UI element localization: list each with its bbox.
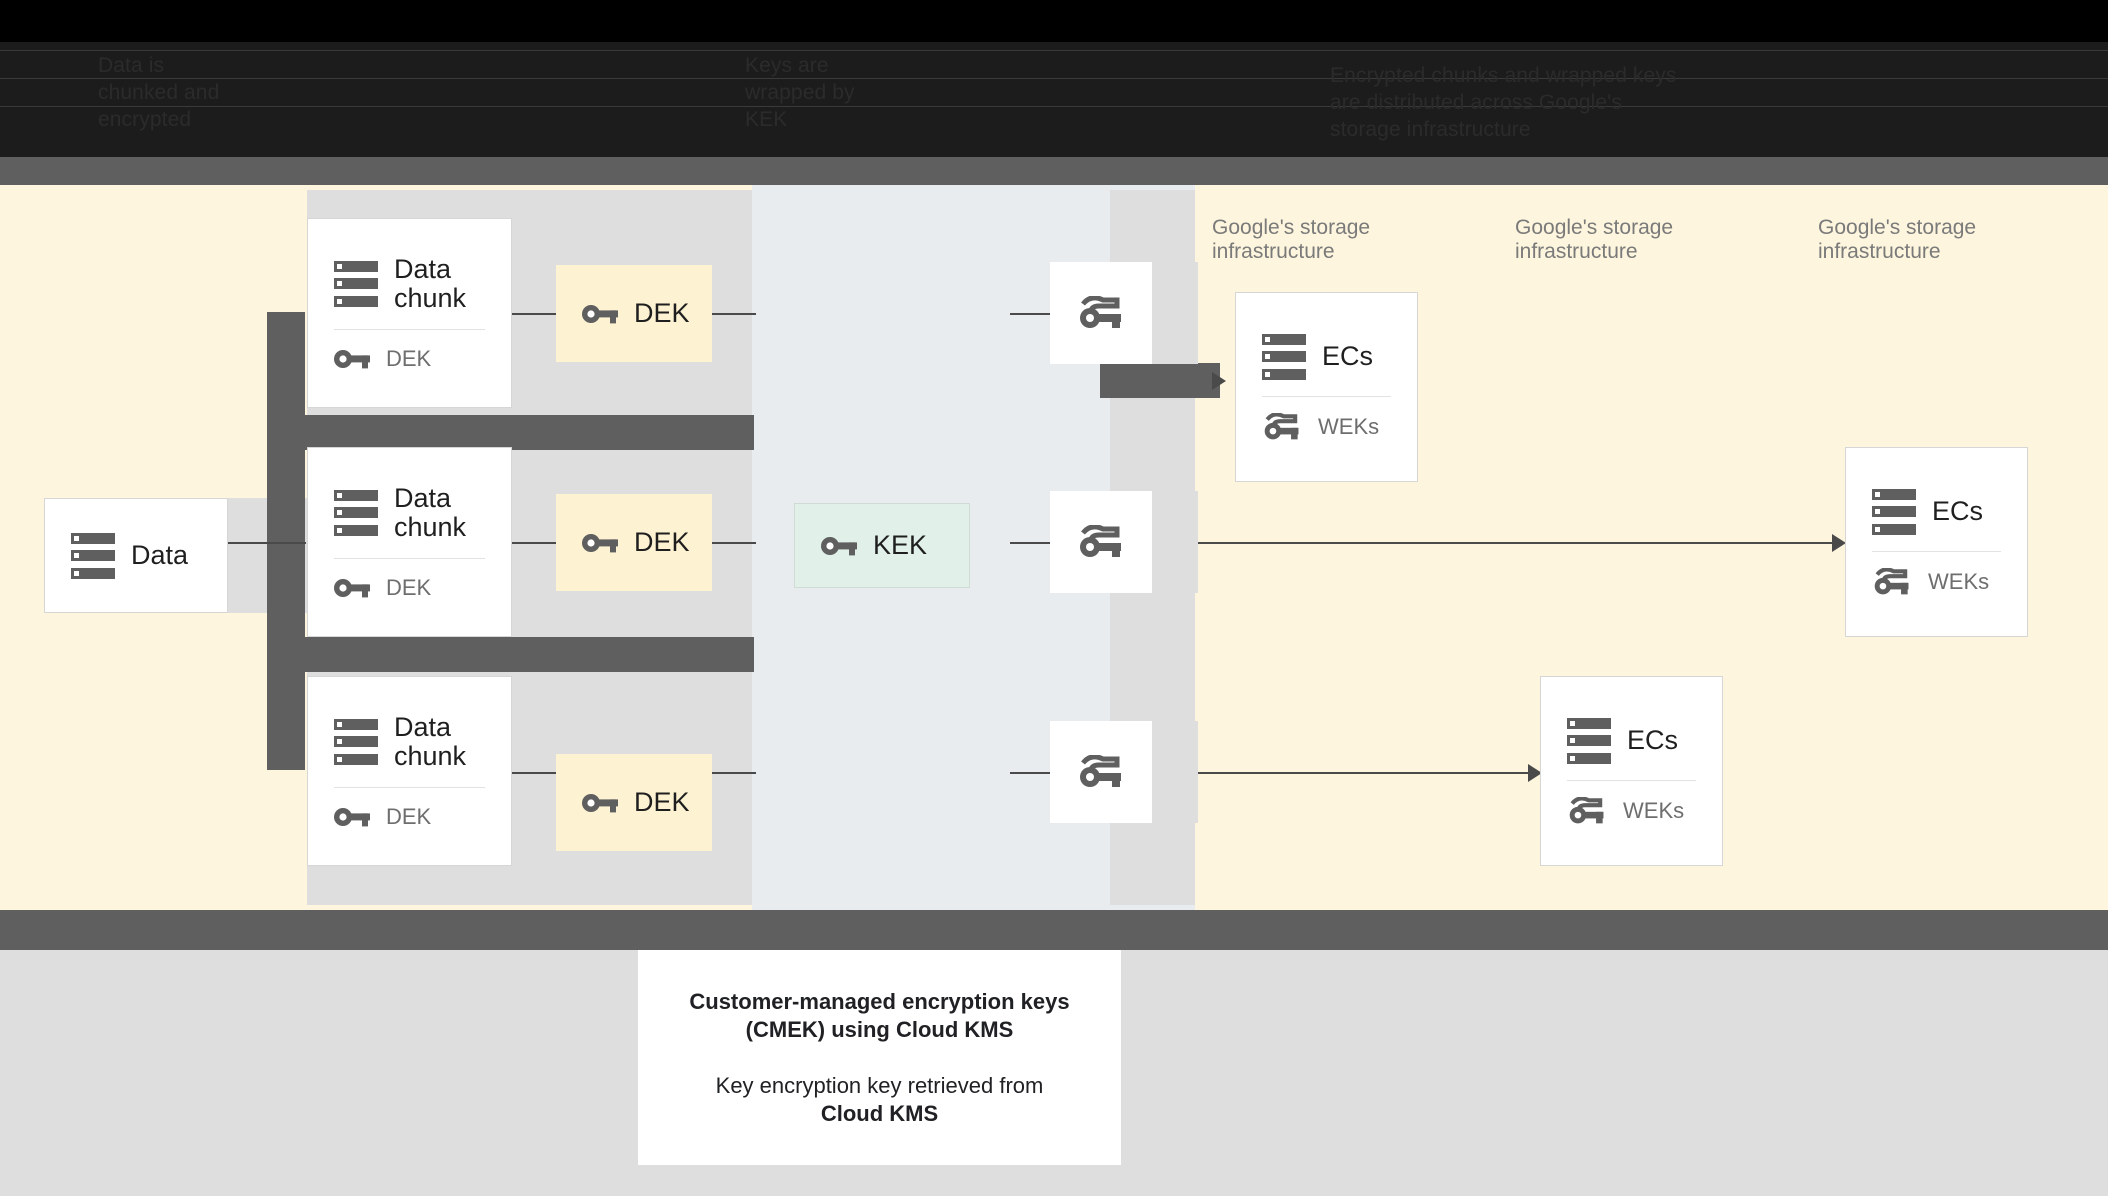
arrow-line-to-ecs-3	[1156, 772, 1536, 774]
data-chunk-card-3[interactable]: Data chunk DEK	[307, 676, 512, 866]
caption-body-line-1: Key encryption key retrieved from	[715, 1072, 1044, 1098]
data-chunk-key-label: DEK	[386, 803, 432, 829]
connector-kek-to-wrapped-key-2	[1010, 542, 1054, 544]
ecs-key-label: WEKs	[1623, 797, 1685, 823]
arrow-head-to-ecs-2	[1832, 534, 1846, 552]
ecs-title: ECs	[1627, 725, 1679, 755]
fanout-branch-bar-2	[267, 637, 754, 672]
card-divider	[334, 557, 485, 559]
key-icon	[334, 349, 370, 368]
kek-label: KEK	[873, 530, 928, 560]
connector-dek1-out	[712, 313, 756, 315]
storage-infrastructure-label-1: Google's storage infrastructure	[1212, 216, 1371, 263]
ecs-card-2[interactable]: ECs WEKs	[1845, 447, 2028, 637]
wrapped-key-icon	[1080, 755, 1121, 787]
arrow-line-to-ecs-2	[1156, 542, 1840, 544]
card-divider	[334, 328, 485, 330]
data-chunk-title: Data chunk	[394, 253, 467, 313]
wrapped-key-icon	[1569, 796, 1604, 823]
ecs-title: ECs	[1322, 341, 1374, 371]
wrapped-key-card-3[interactable]	[1050, 721, 1152, 823]
header-caption-chunking: Data is chunked and encrypted	[98, 54, 220, 131]
wrapped-key-feed-bar	[1100, 363, 1220, 398]
arrow-head-to-ecs-3	[1528, 764, 1542, 782]
connector-chunk3-to-dek3	[512, 772, 556, 774]
data-chunk-card-2[interactable]: Data chunk DEK	[307, 447, 512, 637]
key-icon	[334, 578, 370, 597]
storage-stack-icon	[334, 489, 378, 536]
connector-to-wrapped-key-3	[1010, 772, 1054, 774]
storage-stack-icon	[71, 532, 115, 579]
card-divider	[1872, 550, 2001, 552]
wrapped-key-icon	[1874, 567, 1909, 594]
caption-body-line-2: Cloud KMS	[820, 1100, 939, 1126]
data-chunk-title: Data chunk	[394, 482, 467, 542]
caption-card: Customer-managed encryption keys (CMEK) …	[638, 950, 1121, 1165]
storage-infrastructure-label-2: Google's storage infrastructure	[1515, 216, 1674, 263]
connector-data-to-spine	[228, 542, 306, 544]
header-bottom-strip	[0, 157, 2108, 185]
wrapped-key-icon	[1080, 525, 1121, 557]
data-chunk-title: Data chunk	[394, 711, 467, 771]
key-icon	[821, 536, 857, 555]
wrapped-key-card-2[interactable]	[1050, 491, 1152, 593]
connector-chunk2-to-dek2	[512, 542, 556, 544]
key-icon	[582, 304, 618, 323]
ecs-title: ECs	[1932, 496, 1984, 526]
ecs-card-3[interactable]: ECs WEKs	[1540, 676, 1723, 866]
dek-label: DEK	[634, 787, 690, 817]
dek-card-2[interactable]: DEK	[556, 494, 712, 591]
ecs-card-1[interactable]: ECs WEKs	[1235, 292, 1418, 482]
header-caption-wrapping: Keys are wrapped by KEK	[745, 54, 855, 131]
bottom-dark-bar	[0, 910, 2108, 950]
data-card-label: Data	[131, 540, 189, 570]
dek-card-3[interactable]: DEK	[556, 754, 712, 851]
data-chunk-card-1[interactable]: Data chunk DEK	[307, 218, 512, 408]
wrapped-key-icon	[1080, 296, 1121, 328]
wrapped-key-icon	[1264, 412, 1299, 439]
dek-card-1[interactable]: DEK	[556, 265, 712, 362]
ecs-key-label: WEKs	[1318, 413, 1380, 439]
connector-dek3-out	[712, 772, 756, 774]
wrapped-key-card-1[interactable]	[1050, 262, 1152, 364]
connector-to-wrapped-key-1	[1010, 313, 1054, 315]
data-card[interactable]: Data	[44, 498, 228, 613]
key-icon	[582, 793, 618, 812]
card-divider	[1567, 779, 1696, 781]
header-black-bar	[0, 0, 2108, 42]
key-icon	[582, 533, 618, 552]
fanout-spine-bar	[267, 312, 305, 770]
key-icon	[334, 807, 370, 826]
data-chunk-key-label: DEK	[386, 345, 432, 371]
header-caption-distribution: Encrypted chunks and wrapped keys are di…	[1330, 64, 1677, 141]
storage-infrastructure-label-3: Google's storage infrastructure	[1818, 216, 1977, 263]
connector-dek2-out	[712, 542, 756, 544]
card-divider	[1262, 395, 1391, 397]
ecs-key-label: WEKs	[1928, 568, 1990, 594]
dek-label: DEK	[634, 298, 690, 328]
header-dark-band	[0, 42, 2108, 157]
arrow-head-to-ecs-1	[1212, 372, 1226, 390]
caption-title-line-2: (CMEK) using Cloud KMS	[745, 1016, 1014, 1042]
connector-chunk1-to-dek1	[512, 313, 556, 315]
storage-stack-icon	[334, 260, 378, 307]
storage-stack-icon	[1872, 488, 1916, 535]
kek-card[interactable]: KEK	[794, 503, 970, 588]
storage-stack-icon	[1262, 333, 1306, 380]
card-divider	[334, 786, 485, 788]
fanout-branch-bar-1	[267, 415, 754, 450]
caption-title-line-1: Customer-managed encryption keys	[689, 988, 1070, 1014]
data-chunk-key-label: DEK	[386, 574, 432, 600]
storage-stack-icon	[334, 718, 378, 765]
storage-stack-icon	[1567, 717, 1611, 764]
dek-label: DEK	[634, 527, 690, 557]
